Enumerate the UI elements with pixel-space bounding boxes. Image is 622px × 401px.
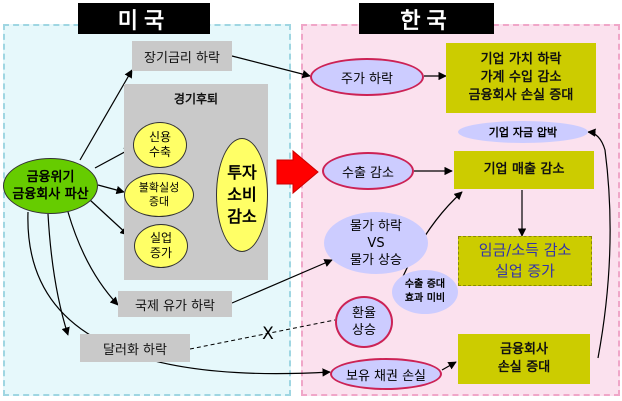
fin-line1: 금융회사 [500,342,548,357]
recession-title-text: 경기후퇴 [173,92,219,106]
recession-title: 경기후퇴 [124,90,268,108]
exchange-rate-rise-oval: 환율 상승 [335,296,393,348]
corporate-capital-pressure-oval: 기업 자금 압박 [458,121,588,143]
wage-income-drop-box: 임금/소득 감소 실업 증가 [458,236,592,286]
uncertainty-line1: 불확실성 [138,181,180,194]
oil-price-drop-box: 국제 유가 하락 [118,291,232,317]
stock-price-drop-oval: 주가 하락 [310,58,424,96]
export-drop-text: 수출 감소 [342,165,394,181]
us-header: 미국 [78,3,210,34]
crisis-line1: 금융위기 [26,170,75,185]
export-drop-oval: 수출 감소 [322,152,414,190]
oil-price-drop-text: 국제 유가 하락 [134,298,216,314]
export-note-line2: 효과 미비 [404,293,446,304]
long-rate-drop-text: 장기금리 하락 [144,50,220,66]
arrow-oil-to-price [231,259,333,304]
arrow-longrate-to-stock [231,55,311,79]
price-line3: 물가 상승 [350,252,402,268]
price-fall-vs-rise-oval: 물가 하락 VS 물가 상승 [324,212,428,274]
arrow-crisis-to-uncert [97,184,125,195]
bond-loss-text: 보유 채권 손실 [345,368,427,384]
corporate-capital-pressure-text: 기업 자금 압박 [488,126,558,139]
credit-contraction-oval: 신용 수축 [133,122,187,168]
crisis-line2: 금융회사 파산 [12,187,89,202]
unemployment-oval: 실업 증가 [134,224,188,268]
dollar-drop-box: 달러화 하락 [80,334,190,362]
fin-line2: 손실 증대 [497,360,551,375]
impact-summary-box: 기업 가치 하락 가계 수입 감소 금융회사 손실 증대 [446,43,596,113]
long-rate-drop-box: 장기금리 하락 [132,41,232,71]
corporate-sales-drop-text: 기업 매출 감소 [483,162,565,177]
investment-line3: 감소 [227,207,257,226]
household-income-drop-text: 가계 수입 감소 [480,70,562,85]
dashed-dollar-to-fx [189,319,336,350]
unemployment-line1: 실업 [149,231,173,245]
dollar-drop-text: 달러화 하락 [103,342,167,358]
arrow-fin-to-capital [587,128,611,359]
investment-line1: 투자 [227,163,257,182]
corporate-sales-drop-box: 기업 매출 감소 [454,151,594,189]
uncertainty-oval: 불확실성 증대 [124,173,194,217]
credit-line1: 신용 [148,130,172,144]
corp-value-drop-text: 기업 가치 하락 [480,52,562,67]
cross-mark-text: X [262,324,274,344]
wage-line2: 실업 증가 [495,262,555,280]
arrow-bond-to-fin [441,361,457,371]
us-header-text: 미국 [117,8,171,34]
arrow-crisis-to-longrate [79,69,133,161]
arrow-crisis-to-dollar [47,213,70,336]
arrow-crisis-to-unemp [89,199,129,236]
investment-line2: 소비 [227,185,257,204]
blocked-cross-mark: X [259,324,277,344]
big-red-arrow-icon [276,149,319,195]
bond-loss-oval: 보유 채권 손실 [330,358,442,390]
wage-line1: 임금/소득 감소 [478,241,572,259]
investment-consumption-drop-oval: 투자 소비 감소 [216,138,268,252]
fx-line2: 상승 [352,323,376,338]
stock-price-drop-text: 주가 하락 [341,71,393,87]
fin-loss-increase-text: 금융회사 손실 증대 [468,88,574,103]
unemployment-line2: 증가 [149,246,173,260]
credit-line2: 수축 [148,145,172,159]
export-note-line1: 수출 증대 [404,279,446,290]
fx-line1: 환율 [352,306,376,321]
export-effect-note-oval: 수출 증대 효과 미비 [392,270,458,314]
uncertainty-line2: 증대 [148,195,170,208]
price-line2: VS [367,235,385,251]
financial-crisis-oval: 금융위기 금융회사 파산 [3,158,98,214]
financial-company-loss-box: 금융회사 손실 증대 [458,334,590,384]
korea-header: 한국 [359,3,494,34]
arrow-crisis-to-oil [67,211,119,306]
korea-header-text: 한국 [400,8,453,34]
price-line1: 물가 하락 [350,218,402,234]
